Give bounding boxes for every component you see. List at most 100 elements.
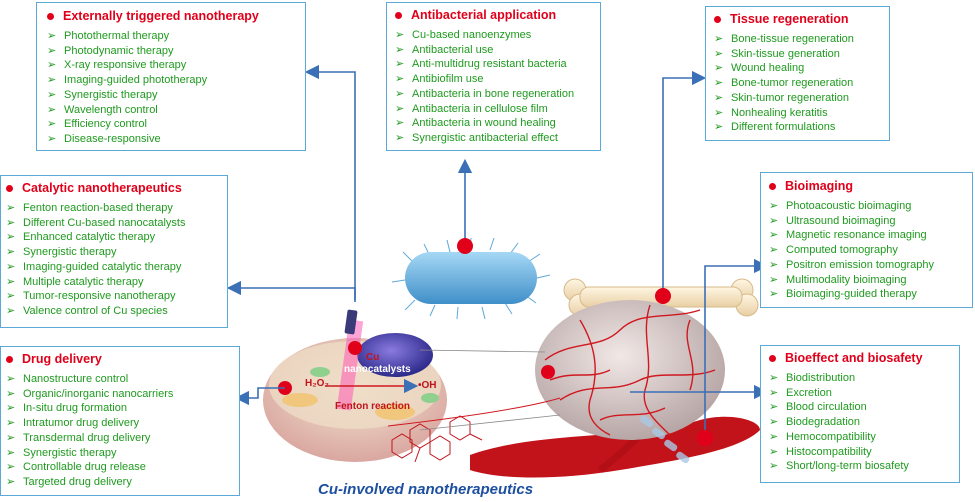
chevron-right-icon: ➢: [47, 132, 57, 145]
chevron-right-icon: ➢: [769, 214, 779, 227]
chevron-right-icon: ➢: [714, 62, 724, 75]
bullet-dot-icon: [769, 354, 776, 362]
panel-title: Tissue regeneration: [714, 12, 889, 26]
list-item: ➢Histocompatibility: [769, 445, 872, 458]
chevron-right-icon: ➢: [47, 74, 57, 87]
panel-catalytic: Catalytic nanotherapeutics ➢Fenton react…: [0, 175, 228, 328]
list-item: ➢Fenton reaction-based therapy: [6, 202, 173, 214]
chevron-right-icon: ➢: [714, 33, 724, 45]
chevron-right-icon: ➢: [47, 30, 57, 42]
list-item: ➢Controllable drug release: [6, 461, 146, 474]
cell-image: [263, 309, 483, 463]
list-item: ➢Magnetic resonance imaging: [769, 229, 927, 242]
connector-lines: [226, 64, 769, 438]
list-item: ➢Nanostructure control: [6, 373, 129, 385]
bullet-dot-icon: [714, 15, 721, 23]
panel-bioeffect: Bioeffect and biosafety ➢Biodistribution…: [760, 345, 960, 483]
list-item: ➢Antibacteria in bone regeneration: [395, 87, 575, 100]
list-item: ➢Multimodality bioimaging: [769, 273, 907, 286]
panel-title: Bioimaging: [769, 179, 972, 193]
chevron-right-icon: ➢: [6, 446, 16, 459]
list-item: ➢Ultrasound bioimaging: [769, 214, 896, 227]
item-list: ➢Bone-tissue regeneration➢Skin-tissue ge…: [714, 32, 889, 135]
list-item: ➢Imaging-guided catalytic therapy: [6, 260, 182, 273]
list-item: ➢Bone-tissue regeneration: [714, 33, 854, 45]
list-item: ➢Organic/inorganic nanocarriers: [6, 387, 174, 400]
chevron-right-icon: ➢: [395, 29, 405, 41]
chevron-right-icon: ➢: [714, 77, 724, 90]
panel-externally-triggered: Externally triggered nanotherapy ➢Photot…: [36, 2, 306, 151]
list-item: ➢In-situ drug formation: [6, 402, 127, 415]
list-item: ➢Antibiofilm use: [395, 73, 484, 86]
list-item: ➢X-ray responsive therapy: [47, 59, 187, 72]
panel-title: Antibacterial application: [395, 8, 600, 22]
chevron-right-icon: ➢: [714, 121, 724, 134]
bullet-dot-icon: [769, 182, 776, 190]
list-item: ➢ Nonhealing keratitis: [714, 106, 828, 119]
list-item: ➢Synergistic therapy: [47, 88, 158, 101]
nanocatalysts-label: nanocatalysts: [344, 364, 411, 375]
chevron-right-icon: ➢: [769, 430, 779, 443]
list-item: ➢Cu-based nanoenzymes: [395, 29, 532, 41]
chevron-right-icon: ➢: [395, 73, 405, 86]
list-item: ➢Photoacoustic bioimaging: [769, 200, 912, 212]
chevron-right-icon: ➢: [395, 117, 405, 130]
chevron-right-icon: ➢: [6, 387, 16, 400]
chevron-right-icon: ➢: [395, 43, 405, 56]
chevron-right-icon: ➢: [769, 288, 779, 301]
chevron-right-icon: ➢: [6, 202, 16, 214]
chevron-right-icon: ➢: [47, 59, 57, 72]
bullet-dot-icon: [395, 11, 402, 19]
list-item: ➢Valence control of Cu species: [6, 304, 168, 317]
chevron-right-icon: ➢: [769, 372, 779, 384]
bullet-dot-icon: [47, 12, 54, 20]
panel-bioimaging: Bioimaging ➢Photoacoustic bioimaging ➢Ult…: [760, 172, 973, 308]
chevron-right-icon: ➢: [769, 244, 779, 257]
list-item: ➢Intratumor drug delivery: [6, 417, 140, 430]
list-item: ➢Short/long-term biosafety: [769, 460, 909, 473]
chevron-right-icon: ➢: [769, 229, 779, 242]
marker-dots: [348, 238, 713, 446]
list-item: ➢Bone-tumor regeneration: [714, 77, 854, 90]
list-item: ➢Antibacterial use: [395, 43, 494, 56]
panel-antibacterial: Antibacterial application ➢Cu-based nano…: [386, 2, 601, 151]
chevron-right-icon: ➢: [6, 304, 16, 317]
chevron-right-icon: ➢: [769, 273, 779, 286]
chevron-right-icon: ➢: [47, 44, 57, 57]
chevron-right-icon: ➢: [714, 91, 724, 104]
list-item: ➢Synergistic antibacterial effect: [395, 131, 558, 144]
tumor-image: [470, 300, 760, 478]
chevron-right-icon: ➢: [6, 216, 16, 229]
chevron-right-icon: ➢: [6, 290, 16, 303]
list-item: ➢Excretion: [769, 386, 832, 399]
fenton-label: Fenton reaction: [335, 401, 411, 412]
list-item: ➢ Different formulations: [714, 121, 836, 134]
list-item: ➢Different Cu-based nanocatalysts: [6, 216, 186, 229]
list-item: ➢Bioimaging-guided therapy: [769, 288, 917, 301]
chevron-right-icon: ➢: [6, 373, 16, 385]
chevron-right-icon: ➢: [769, 200, 779, 212]
chevron-right-icon: ➢: [6, 231, 16, 244]
list-item: ➢Tumor-responsive nanotherapy: [6, 290, 176, 303]
chevron-right-icon: ➢: [395, 131, 405, 144]
chevron-right-icon: ➢: [395, 87, 405, 100]
oh-label: •OH: [418, 380, 437, 391]
list-item: ➢Blood circulation: [769, 401, 867, 414]
list-item: ➢Antibacteria in cellulose film: [395, 102, 548, 115]
list-item: ➢Hemocompatibility: [769, 430, 876, 443]
bullet-dot-icon: [6, 355, 13, 363]
list-item: ➢Computed tomography: [769, 244, 898, 257]
list-item: ➢Biodistribution: [769, 372, 856, 384]
chevron-right-icon: ➢: [395, 102, 405, 115]
chevron-right-icon: ➢: [6, 402, 16, 415]
chevron-right-icon: ➢: [714, 47, 724, 60]
panel-title: Externally triggered nanotherapy: [47, 9, 305, 23]
list-item: ➢Photodynamic therapy: [47, 44, 174, 57]
cu-label: Cu: [366, 352, 380, 363]
list-item: ➢Targeted drug delivery: [6, 475, 132, 488]
chevron-right-icon: ➢: [6, 417, 16, 430]
chevron-right-icon: ➢: [769, 445, 779, 458]
item-list: ➢Photothermal therapy➢Photodynamic thera…: [47, 29, 305, 147]
chevron-right-icon: ➢: [47, 88, 57, 101]
item-list: ➢Biodistribution ➢Excretion ➢Blood circula…: [769, 371, 959, 474]
